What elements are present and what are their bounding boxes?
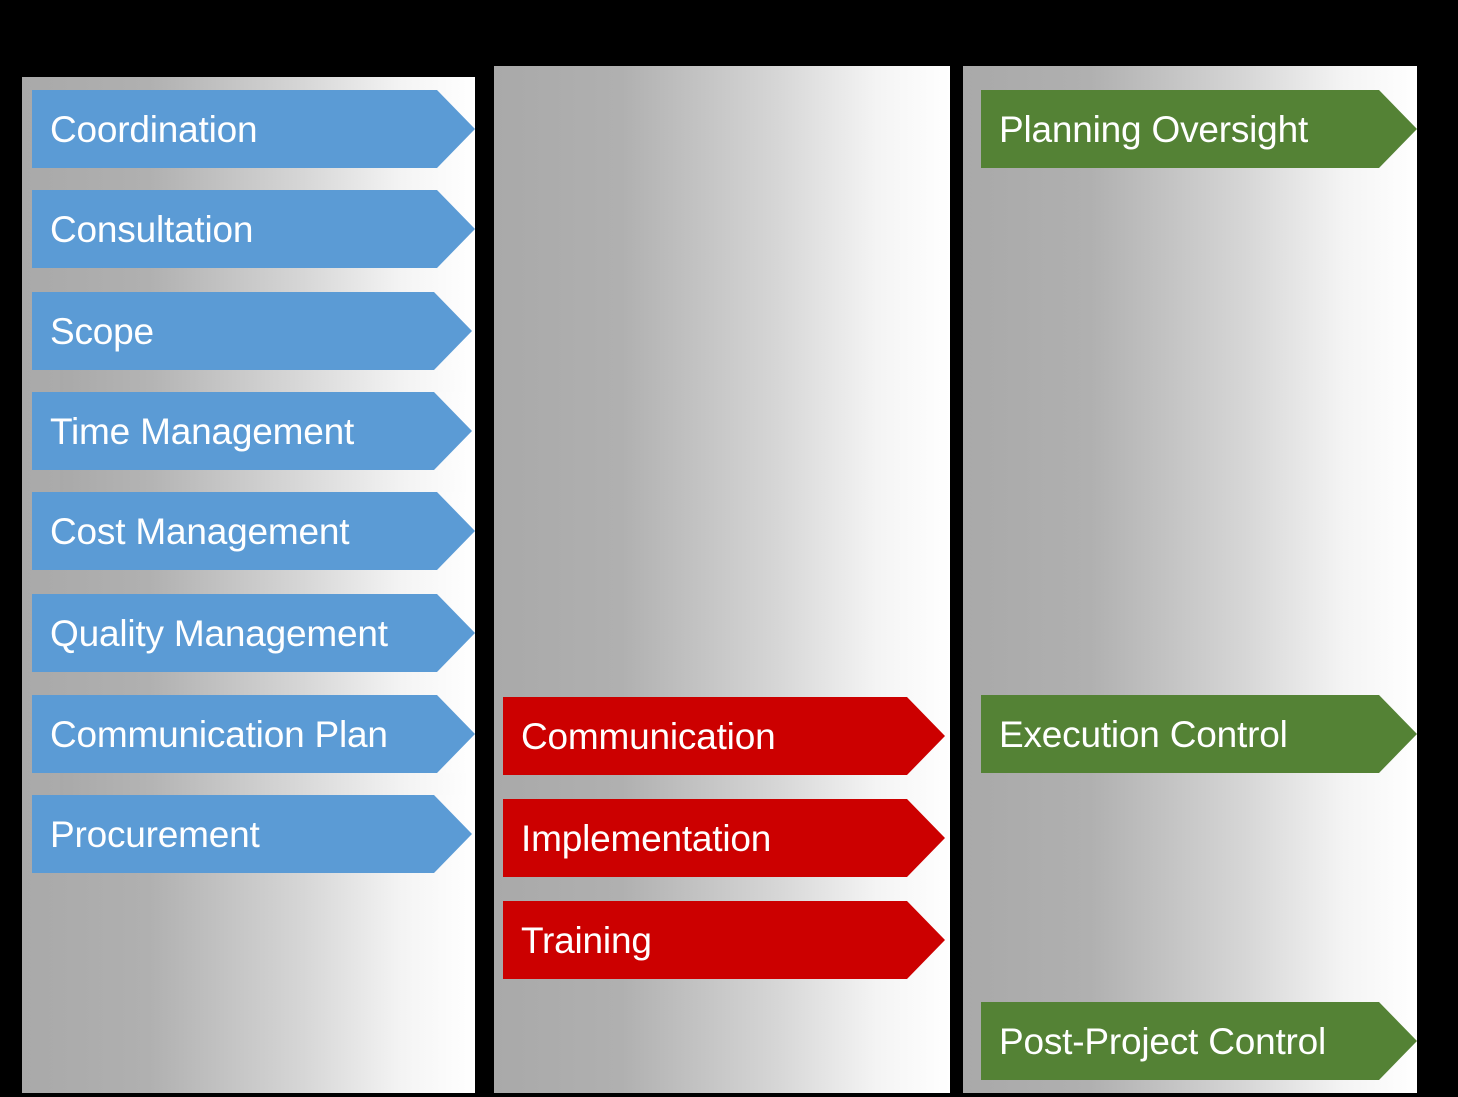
chevron-label: Training: [521, 919, 652, 961]
chevron-time-management[interactable]: Time Management: [32, 392, 472, 470]
chevron-label: Quality Management: [50, 612, 388, 654]
chevron-planning-oversight[interactable]: Planning Oversight: [981, 90, 1417, 168]
chevron-label: Procurement: [50, 813, 260, 855]
chevron-coordination[interactable]: Coordination: [32, 90, 475, 168]
panel-execution-activities: Communication Implementation Training: [494, 66, 950, 1093]
chevron-training[interactable]: Training: [503, 901, 945, 979]
chevron-scope[interactable]: Scope: [32, 292, 472, 370]
separator-sliver: [60, 470, 475, 492]
chevron-post-project-control[interactable]: Post-Project Control: [981, 1002, 1417, 1080]
chevron-procurement[interactable]: Procurement: [32, 795, 472, 873]
chevron-label: Cost Management: [50, 510, 350, 552]
chevron-label: Communication Plan: [50, 713, 388, 755]
separator-sliver: [60, 773, 475, 795]
chevron-cost-management[interactable]: Cost Management: [32, 492, 475, 570]
chevron-consultation[interactable]: Consultation: [32, 190, 475, 268]
panel-planning-activities: Coordination Consultation Scope Time Man…: [22, 77, 475, 1093]
chevron-label: Time Management: [50, 410, 355, 452]
chevron-label: Scope: [50, 310, 154, 352]
chevron-communication-plan[interactable]: Communication Plan: [32, 695, 475, 773]
chevron-implementation[interactable]: Implementation: [503, 799, 945, 877]
separator-sliver: [60, 370, 475, 392]
chevron-label: Post-Project Control: [999, 1020, 1327, 1062]
chevron-label: Coordination: [50, 108, 258, 150]
chevron-label: Implementation: [521, 817, 772, 859]
chevron-communication[interactable]: Communication: [503, 697, 945, 775]
chevron-label: Consultation: [50, 208, 254, 250]
panel-control-activities: Planning Oversight Execution Control Pos…: [963, 66, 1417, 1093]
chevron-quality-management[interactable]: Quality Management: [32, 594, 475, 672]
chevron-label: Execution Control: [999, 713, 1288, 755]
chevron-label: Communication: [521, 715, 776, 757]
chevron-label: Planning Oversight: [999, 108, 1309, 150]
chevron-execution-control[interactable]: Execution Control: [981, 695, 1417, 773]
